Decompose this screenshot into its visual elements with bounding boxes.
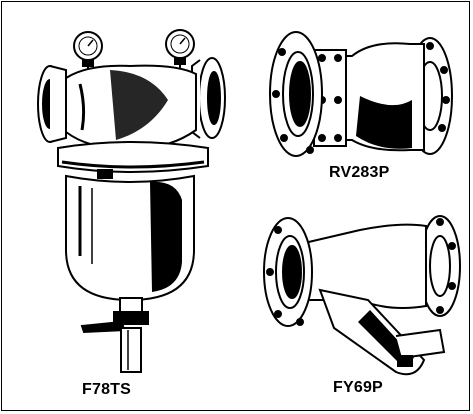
product-code-fy69p: FY69P	[333, 379, 383, 396]
flanged-y-strainer-icon	[263, 215, 461, 376]
product-code-rv283p: RV283P	[329, 164, 390, 181]
product-code-f78ts: F78TS	[82, 381, 132, 398]
flanged-check-valve-icon	[269, 31, 453, 157]
filter-with-pressure-gauges-icon	[37, 29, 226, 373]
